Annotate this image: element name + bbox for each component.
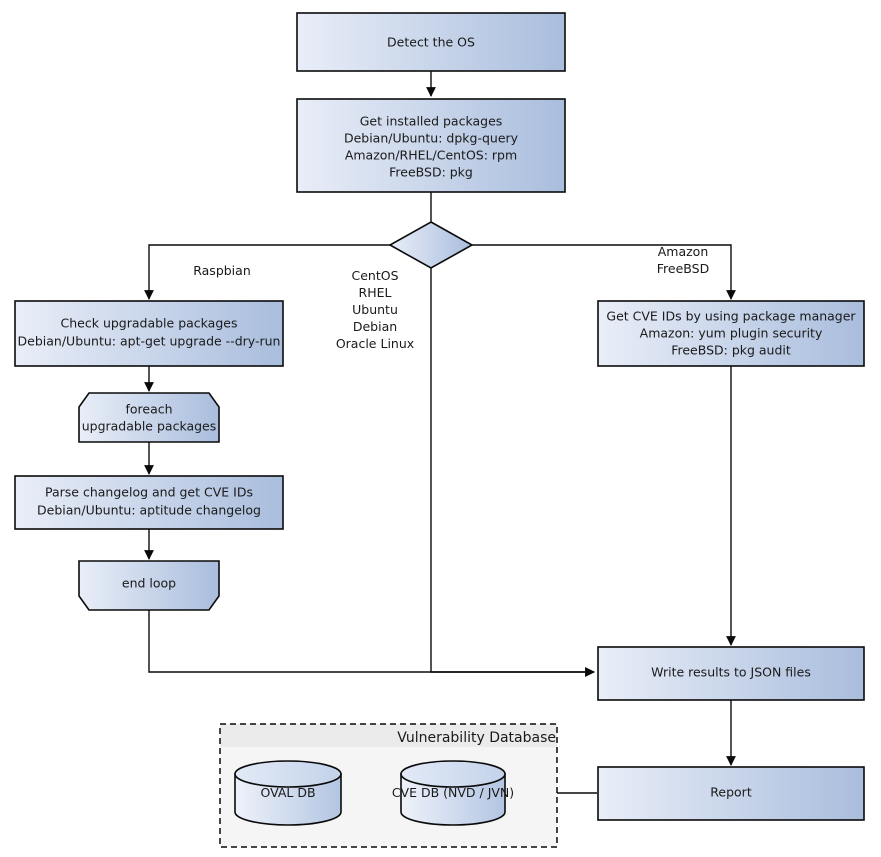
- check-upgradable-box[interactable]: [14, 300, 284, 367]
- branch-right-line-2: FreeBSD: [657, 261, 709, 276]
- detect-os-label: Detect the OS: [387, 35, 475, 50]
- node-detect-os[interactable]: Detect the OS: [296, 12, 566, 72]
- detect-os-box[interactable]: [296, 12, 566, 72]
- foreach-loop-line-1: foreach: [125, 402, 172, 417]
- check-upgradable-line-2: Debian/Ubuntu: apt-get upgrade --dry-run: [18, 334, 281, 349]
- end-loop-label: end loop: [122, 576, 176, 591]
- branch-right-line-1: Amazon: [658, 244, 709, 259]
- node-end-loop[interactable]: end loop: [78, 560, 220, 611]
- write-json-box[interactable]: [597, 646, 865, 701]
- check-upgradable-line-1: Check upgradable packages: [61, 316, 238, 331]
- edge-endloop-to-write: [148, 610, 595, 677]
- node-foreach-loop[interactable]: foreach upgradable packages: [78, 392, 220, 443]
- cve-db-label: CVE DB (NVD / JVN): [392, 785, 514, 800]
- get-packages-line-1: Get installed packages: [360, 114, 503, 129]
- node-parse-changelog[interactable]: Parse changelog and get CVE IDs Debian/U…: [14, 475, 284, 530]
- get-cve-ids-line-1: Get CVE IDs by using package manager: [606, 309, 856, 324]
- end-loop-shape[interactable]: [78, 560, 220, 611]
- report-box[interactable]: [597, 766, 865, 821]
- cve-db-cylinder-top: [400, 760, 506, 788]
- oval-db-cylinder-top: [234, 760, 342, 788]
- branch-raspbian-label: Raspbian: [193, 263, 251, 278]
- edge-decision-center-to-write: [430, 268, 595, 677]
- branch-center-line-5: Oracle Linux: [336, 336, 414, 351]
- edge-decision-to-cve: [472, 244, 736, 300]
- parse-changelog-line-1: Parse changelog and get CVE IDs: [45, 485, 253, 500]
- report-label: Report: [710, 785, 752, 800]
- parse-changelog-line-2: Debian/Ubuntu: aptitude changelog: [37, 503, 261, 518]
- get-cve-ids-box[interactable]: [597, 300, 865, 367]
- get-packages-box[interactable]: [296, 98, 566, 193]
- oval-db-label: OVAL DB: [260, 785, 315, 800]
- node-os-decision[interactable]: [388, 221, 474, 269]
- get-packages-line-4: FreeBSD: pkg: [389, 165, 473, 180]
- os-decision-diamond[interactable]: [388, 221, 474, 269]
- write-json-label: Write results to JSON files: [651, 665, 811, 680]
- get-packages-line-3: Amazon/RHEL/CentOS: rpm: [345, 148, 517, 163]
- edge-decision-to-raspbian: [144, 244, 390, 300]
- get-packages-line-2: Debian/Ubuntu: dpkg-query: [344, 131, 519, 146]
- connectors: [144, 71, 736, 794]
- foreach-loop-shape[interactable]: [78, 392, 220, 443]
- parse-changelog-box[interactable]: [14, 475, 284, 530]
- foreach-loop-line-2: upgradable packages: [82, 419, 217, 434]
- node-get-cve-ids[interactable]: Get CVE IDs by using package manager Ama…: [597, 300, 865, 367]
- edge-label-center: CentOS RHEL Ubuntu Debian Oracle Linux: [336, 268, 414, 351]
- group-title-label: Vulnerability Database: [397, 730, 556, 746]
- branch-center-line-3: Ubuntu: [352, 302, 398, 317]
- cve-db-cylinder-body[interactable]: [400, 773, 506, 826]
- vulnerability-database-group: Vulnerability Database OVAL DB CVE DB (N…: [219, 723, 558, 848]
- group-header-strip: [220, 724, 557, 747]
- node-check-upgradable[interactable]: Check upgradable packages Debian/Ubuntu:…: [14, 300, 284, 367]
- oval-db-cylinder-body[interactable]: [234, 773, 342, 826]
- edge-label-raspbian: Raspbian: [193, 263, 251, 278]
- branch-center-line-1: CentOS: [351, 268, 398, 283]
- branch-center-line-4: Debian: [353, 319, 397, 334]
- get-cve-ids-line-3: FreeBSD: pkg audit: [671, 343, 791, 358]
- get-cve-ids-line-2: Amazon: yum plugin security: [640, 326, 823, 341]
- edge-label-right: Amazon FreeBSD: [657, 244, 709, 276]
- node-report[interactable]: Report: [597, 766, 865, 821]
- node-write-json[interactable]: Write results to JSON files: [597, 646, 865, 701]
- node-get-packages[interactable]: Get installed packages Debian/Ubuntu: dp…: [296, 98, 566, 193]
- db-cve-db[interactable]: CVE DB (NVD / JVN): [392, 760, 514, 826]
- db-oval-db[interactable]: OVAL DB: [234, 760, 342, 826]
- branch-center-line-2: RHEL: [359, 285, 392, 300]
